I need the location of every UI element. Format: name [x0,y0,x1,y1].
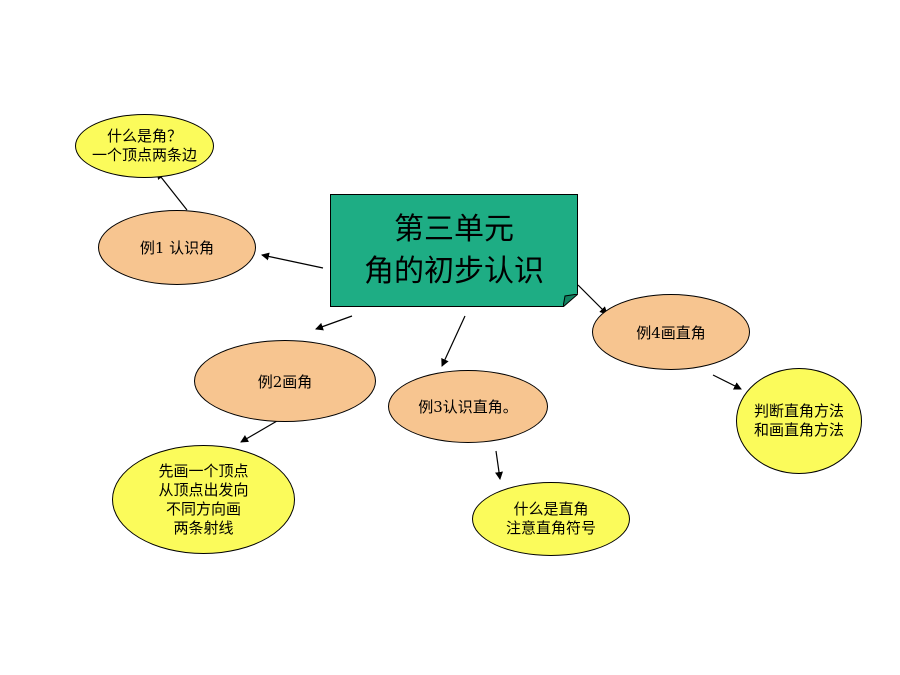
arrow-example2-to-how-to-draw [240,420,278,443]
center-title-line2: 角的初步认识 [364,253,544,289]
node-judge-label: 判断直角方法 和画直角方法 [753,402,844,439]
node-judge: 判断直角方法 和画直角方法 [736,368,862,474]
arrow-example4-to-judge [712,374,742,390]
arrow-center-to-example1 [261,252,324,269]
node-what-is-angle: 什么是角？ 一个顶点两条边 [75,114,214,178]
arrow-example3-to-right-angle [495,450,503,480]
node-example1-label: 例1 认识角 [139,239,215,257]
node-what-is-angle-label: 什么是角？ 一个顶点两条边 [91,127,197,164]
node-right-angle: 什么是直角 注意直角符号 [472,482,630,556]
center-title-line1: 第三单元 [394,211,514,247]
node-how-to-draw: 先画一个顶点 从顶点出发向 不同方向画 两条射线 [112,445,295,554]
node-example2: 例2画角 [194,340,376,422]
node-example3: 例3认识直角。 [388,370,548,443]
arrow-center-to-example3 [441,315,466,367]
node-how-to-draw-label: 先画一个顶点 从顶点出发向 不同方向画 两条射线 [158,461,249,537]
arrow-center-to-example2 [315,315,353,331]
node-example2-label: 例2画角 [257,372,313,391]
node-example4-label: 例4画直角 [636,323,706,342]
node-example4: 例4画直角 [592,294,750,370]
center-title-box: 第三单元 角的初步认识 [330,194,578,307]
node-example3-label: 例3认识直角。 [418,398,518,416]
node-example1: 例1 认识角 [98,210,256,285]
arrow-center-to-example4 [577,284,608,315]
arrow-example1-to-what-is-angle [156,171,188,211]
page-fold-corner [563,294,578,307]
node-right-angle-label: 什么是直角 注意直角符号 [505,500,596,537]
